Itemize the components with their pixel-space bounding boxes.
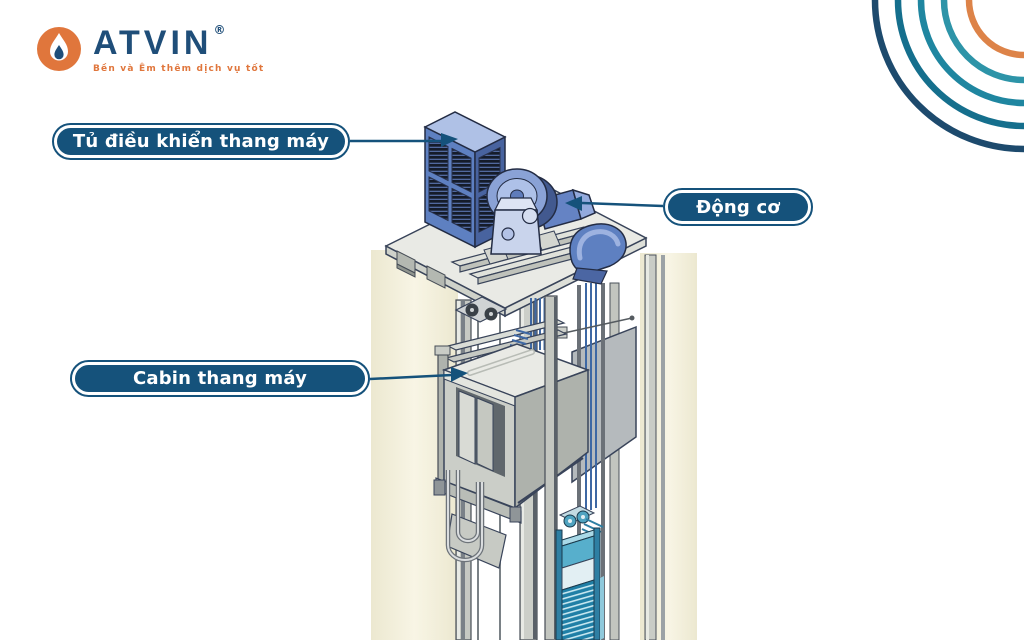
arrowhead-icon <box>441 133 458 147</box>
registered-mark: ® <box>213 23 226 37</box>
callout-control-cabinet: Tủ điều khiển thang máy <box>52 123 350 160</box>
arrowhead-icon <box>451 367 468 382</box>
callout-label: Cabin thang máy <box>75 365 365 392</box>
compensation-rope-loops <box>445 470 485 563</box>
brand-tagline: Bền và Êm thêm dịch vụ tốt <box>93 64 265 74</box>
motor-rope-guard <box>569 223 627 285</box>
callout-motor: Động cơ <box>663 188 813 226</box>
elevator-cabin <box>433 296 591 569</box>
brand-name: ATVIN <box>93 24 213 62</box>
brand-logo: ATVIN ® Bền và Êm thêm dịch vụ tốt <box>36 23 265 74</box>
callout-label: Tủ điều khiển thang máy <box>57 128 345 155</box>
cabin-guide-rail-front <box>544 295 558 640</box>
callout-label: Động cơ <box>668 193 808 221</box>
arrowhead-icon <box>565 196 582 211</box>
callout-cabin: Cabin thang máy <box>70 360 370 397</box>
counterweight <box>555 505 604 640</box>
water-drop-icon <box>37 27 81 71</box>
callout-leaders <box>350 133 664 382</box>
